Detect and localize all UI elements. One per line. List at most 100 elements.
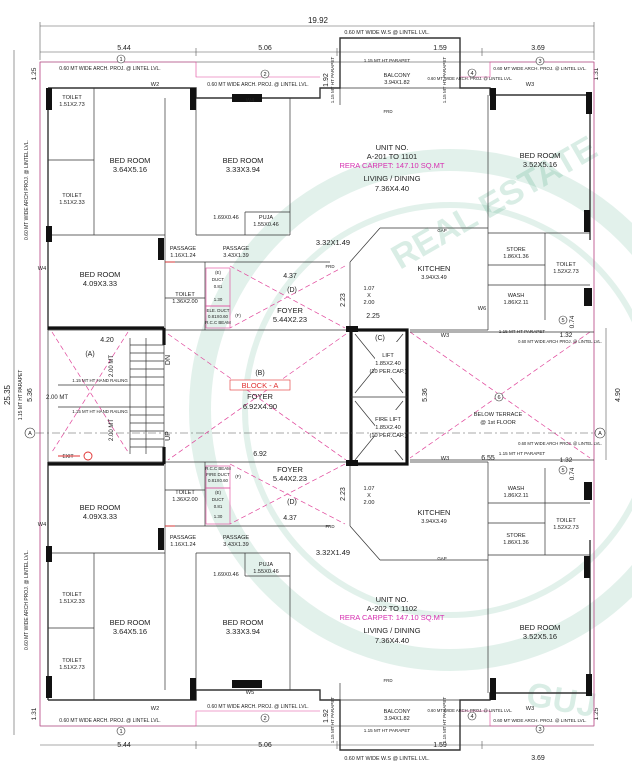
lobby-420: 4.20: [100, 337, 114, 344]
lobby-foyer: FOYER: [247, 392, 273, 401]
bottom-dim-544: 5.44: [117, 742, 131, 749]
balcony-parapet-right-bot: 1.15 MT HT PARAPET: [442, 697, 447, 744]
bed4-top: BED ROOM: [80, 270, 121, 279]
balcony-top-size: 3.94X1.82: [384, 80, 410, 86]
bed1-bottom: BED ROOM: [110, 618, 151, 627]
arch-right-bottom: 0.60 MT WIDE ARCH PROJ. @ LINTEL LVL.: [518, 441, 602, 446]
bed4-bottom: BED ROOM: [80, 503, 121, 512]
fire-lift-cap: (10 PER.CAP.): [370, 433, 407, 439]
marker-1-top: 1: [119, 57, 122, 63]
w4-left-top: W4: [38, 266, 46, 272]
store-top: STORE: [506, 247, 525, 253]
duct-f-bottom: (F): [235, 474, 241, 479]
lobby-b-label: (B): [255, 370, 264, 377]
bottom-unit-walls: [48, 461, 590, 701]
hand-rail-top: 1.15 MT HT HAND RAILING: [72, 378, 128, 383]
wash-top: WASH: [508, 293, 525, 299]
rera-top: RERA CARPET: 147.10 SQ.MT: [339, 161, 444, 170]
lift-c-label: (C): [375, 335, 385, 342]
d-label-top: (D): [287, 287, 297, 294]
toilet-bottom-a: TOILET: [62, 592, 82, 598]
stair-dn: DN: [165, 355, 172, 365]
ele-size-top: 0.81X0.60: [208, 314, 229, 319]
bed2-top-size: 3.33X3.94: [226, 165, 260, 174]
living-top-size: 7.36X4.40: [375, 184, 409, 193]
foyer-223-top: 2.23: [340, 293, 347, 307]
exit-sign: EXIT: [62, 454, 73, 460]
d-label-bottom: (D): [287, 499, 297, 506]
w2-bottom: W2: [151, 706, 159, 712]
left-dim-131: 1.31: [31, 707, 38, 720]
fire-duct-bottom: FIRE DUCT: [206, 472, 230, 477]
wash-bottom: WASH: [508, 486, 525, 492]
marker-6: 6: [497, 395, 500, 401]
passage-a-bottom-size: 1.16X1.24: [170, 542, 196, 548]
right-dim-490: 4.90: [615, 388, 622, 402]
top-unit: TOILET 1.51X2.73 TOILET 1.51X2.33 BED RO…: [59, 73, 579, 325]
bottom-dim-506: 5.06: [258, 742, 272, 749]
puja-sub-bottom: 1.69X0.46: [213, 572, 239, 578]
w2-top: W2: [151, 82, 159, 88]
duct-label-top: DUCT: [212, 277, 225, 282]
below-terrace: BELOW TERRACE: [474, 412, 523, 418]
passage-225: 2.25: [366, 313, 380, 320]
unit-range-bottom: A-202 TO 1102: [367, 604, 417, 613]
duct-size2-bottom: 1.30: [214, 514, 223, 519]
toilet-bottom-c: TOILET: [175, 490, 195, 496]
arch-bot-1: 0.60 MT WIDE ARCH. PROJ. @ LINTEL LVL.: [59, 718, 160, 724]
duct-size-bottom: 0.81: [214, 504, 223, 509]
lift-cap: (10 PER.CAP.): [370, 369, 407, 375]
toilet-bottom-b: TOILET: [62, 658, 82, 664]
toilet-top-c: TOILET: [175, 292, 195, 298]
passage-107-top: 1.07: [364, 286, 375, 292]
w6: W6: [478, 306, 486, 312]
passage-a-top: PASSAGE: [170, 246, 197, 252]
gap-top: GAP: [437, 228, 446, 233]
balcony-parapet-left-bot: 1.15 MT HT PARAPET: [330, 697, 335, 744]
window-labels: W2 W4 W3 W4 W2 W5 W3 W4 W3 W3 W6 FRD FRD…: [38, 82, 534, 712]
unit-no-bottom: UNIT NO.: [376, 595, 409, 604]
frd-bottom: FRD: [383, 678, 392, 683]
foyer-bottom: FOYER: [277, 465, 303, 474]
bed1-top-size: 3.64X5.16: [113, 165, 147, 174]
top-annotations: 0.60 MT WIDE W.S @ LINTEL LVL. 0.60 MT W…: [18, 30, 602, 650]
stair-up: UP: [165, 431, 172, 441]
right-dim-131: 1.31: [593, 67, 600, 80]
balcony-parapet-left-top: 1.15 MT HT PARAPET: [330, 57, 335, 104]
kitchen-bottom-size: 3.94X3.49: [421, 519, 447, 525]
top-ws-label: 0.60 MT WIDE W.S @ LINTEL LVL.: [344, 30, 429, 36]
living-top: LIVING / DINING: [363, 174, 420, 183]
terrace-655: 6.55: [481, 455, 495, 462]
markers: 1 2 3 4 5 6 1 2 3 4 5 A A: [24, 54, 606, 736]
rcc-beam-top: R.C.C BEAM: [205, 320, 231, 325]
balcony-bottom: BALCONY: [384, 709, 411, 715]
puja-bottom-size: 1.55X0.46: [253, 569, 279, 575]
arch-top-2: 0.60 MT WIDE ARCH. PROJ. @ LINTEL LVL.: [207, 82, 308, 88]
w3-bottom: W3: [526, 706, 534, 712]
door-swings: [58, 261, 175, 527]
bed3-top: BED ROOM: [520, 151, 561, 160]
lobby-foyer-size: 6.92X4.90: [243, 402, 277, 411]
bed2-top: BED ROOM: [223, 156, 264, 165]
core-walls: [36, 265, 600, 525]
toilet-top-d-size: 1.52X2.73: [553, 269, 579, 275]
left-dim-125: 1.25: [31, 67, 38, 80]
frd-top: FRD: [383, 109, 392, 114]
unit-range-top: A-201 TO 1101: [367, 152, 417, 161]
grid-a-right: A: [598, 431, 602, 437]
first-floor: @ 1st FLOOR: [480, 420, 516, 426]
parapet-right-bottom: 1.15 MT HT PARAPET: [499, 451, 546, 456]
top-dim-544: 5.44: [117, 45, 131, 52]
marker-4-bottom: 4: [470, 714, 473, 720]
parapet-left: 1.15 MT HT PARAPET: [18, 370, 24, 421]
right-dim-125: 1.25: [593, 707, 600, 720]
bed2-bottom-size: 3.33X3.94: [226, 627, 260, 636]
frd-mid-top: FRD: [325, 264, 334, 269]
arch-left-bottom: 0.60 MT WIDE ARCH PROJ. @ LINTEL LVL.: [24, 550, 30, 650]
foyer-223-bottom: 2.23: [340, 487, 347, 501]
right-074-top: 0.74: [569, 315, 576, 328]
duct-size2-top: 1.30: [214, 297, 223, 302]
passage-b-bottom: PASSAGE: [223, 535, 250, 541]
balcony-bottom-size: 3.94X1.82: [384, 716, 410, 722]
